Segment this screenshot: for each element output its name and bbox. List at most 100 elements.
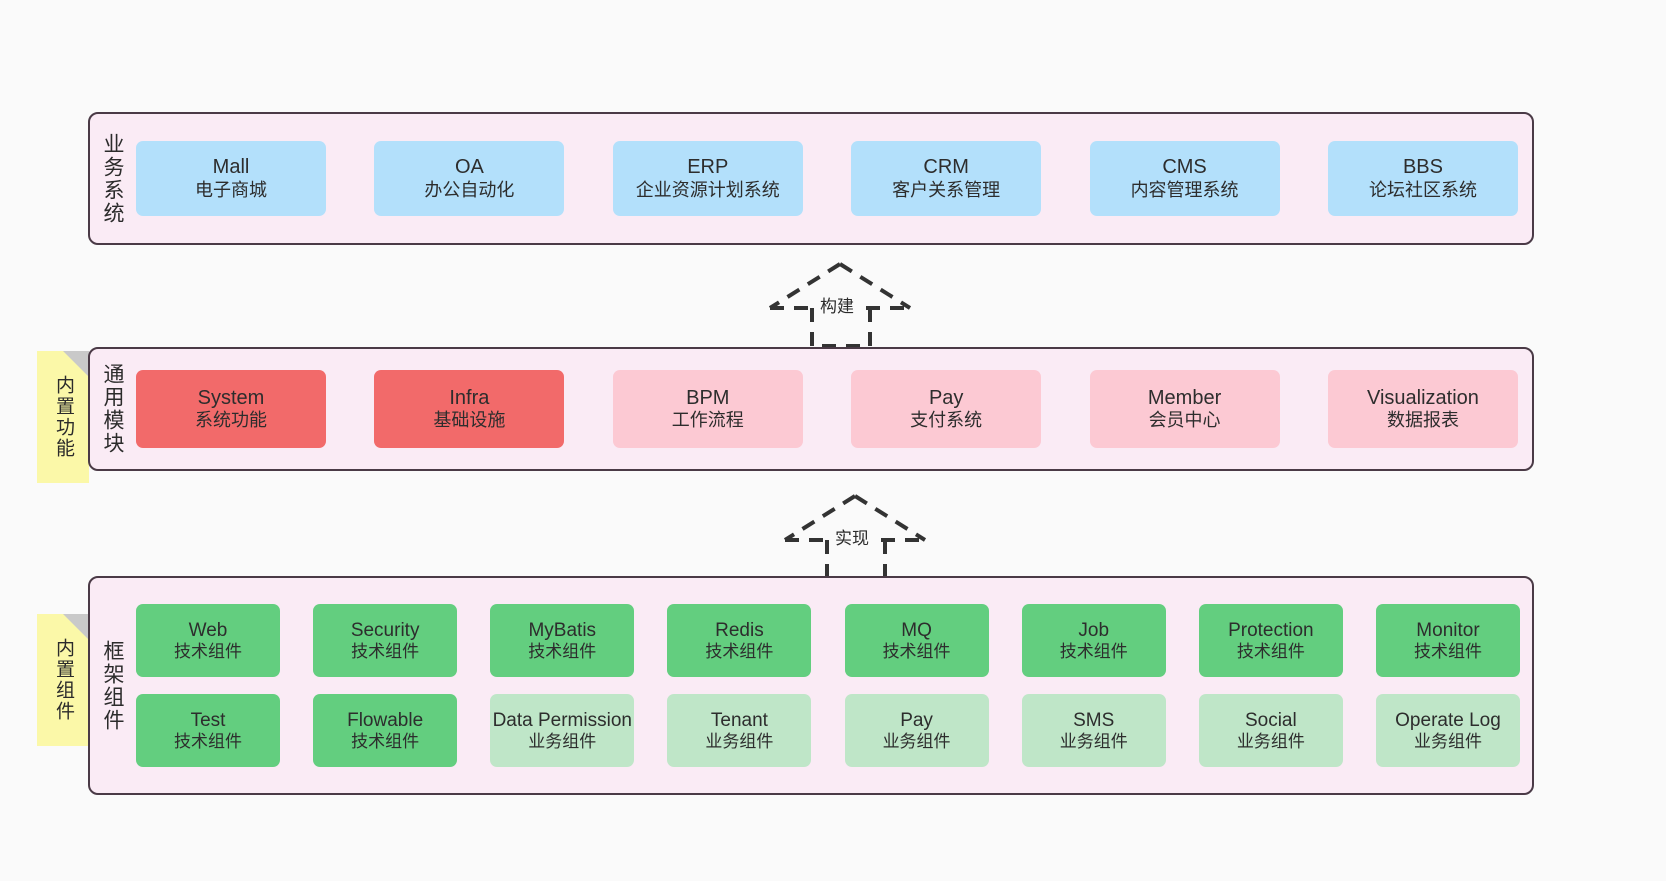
card-row: Mall 电子商城 OA 办公自动化 ERP 企业资源计划系统 CRM 客户关系… [136, 141, 1518, 216]
card-subtitle: 企业资源计划系统 [635, 179, 780, 200]
sticky-note-label: 内置组件 [52, 638, 74, 722]
card-subtitle: 技术组件 [882, 641, 951, 661]
layer-business-systems: 业务系统 Mall 电子商城 OA 办公自动化 ERP 企业资源计划系统 CRM… [88, 112, 1534, 245]
card-subtitle: 论坛社区系统 [1368, 179, 1477, 200]
layer-body-business: Mall 电子商城 OA 办公自动化 ERP 企业资源计划系统 CRM 客户关系… [134, 114, 1532, 243]
connector-label-implement: 实现 [833, 524, 871, 549]
layer-body-modules: System 系统功能 Infra 基础设施 BPM 工作流程 Pay 支付系统… [134, 349, 1532, 469]
sticky-note-builtin-features: 内置功能 [37, 351, 89, 483]
folded-corner-icon [63, 614, 89, 640]
card-mybatis[interactable]: MyBatis 技术组件 [490, 604, 635, 677]
card-subtitle: 技术组件 [1413, 641, 1482, 661]
card-subtitle: 会员中心 [1148, 410, 1221, 431]
card-subtitle: 技术组件 [1236, 641, 1305, 661]
card-flowable[interactable]: Flowable 技术组件 [313, 694, 458, 767]
card-operate-log[interactable]: Operate Log 业务组件 [1375, 694, 1520, 767]
card-title: Flowable [347, 709, 424, 731]
card-subtitle: 业务组件 [1236, 731, 1305, 751]
card-title: CMS [1162, 156, 1207, 179]
card-title: Monitor [1416, 619, 1480, 641]
card-title: Web [188, 619, 228, 641]
card-title: BPM [686, 386, 730, 409]
card-title: Data Permission [492, 709, 632, 731]
card-oa[interactable]: OA 办公自动化 [374, 141, 565, 216]
card-subtitle: 技术组件 [174, 731, 242, 751]
layer-body-framework: Web 技术组件 Security 技术组件 MyBatis 技术组件 Redi… [134, 578, 1532, 793]
card-sms[interactable]: SMS 业务组件 [1021, 694, 1166, 767]
card-security[interactable]: Security 技术组件 [313, 604, 458, 677]
card-title: Protection [1228, 619, 1314, 641]
card-test[interactable]: Test 技术组件 [136, 694, 280, 767]
card-subtitle: 基础设施 [433, 410, 506, 431]
card-title: Security [350, 619, 420, 641]
card-social[interactable]: Social 业务组件 [1198, 694, 1343, 767]
card-title: Social [1244, 709, 1297, 731]
folded-corner-icon [63, 351, 89, 377]
dashed-generalization-arrow-icon [783, 494, 927, 580]
card-subtitle: 内容管理系统 [1130, 179, 1239, 200]
layer-label-business: 业务系统 [101, 132, 125, 225]
card-subtitle: 业务组件 [528, 731, 597, 751]
card-subtitle: 客户关系管理 [892, 179, 1001, 200]
card-member[interactable]: Member 会员中心 [1089, 370, 1280, 448]
card-title: ERP [687, 156, 729, 179]
card-title: Infra [449, 386, 490, 409]
card-bbs[interactable]: BBS 论坛社区系统 [1327, 141, 1518, 216]
card-web[interactable]: Web 技术组件 [136, 604, 280, 677]
card-subtitle: 业务组件 [705, 731, 774, 751]
card-redis[interactable]: Redis 技术组件 [667, 604, 812, 677]
card-title: Job [1078, 619, 1110, 641]
card-mall[interactable]: Mall 电子商城 [136, 141, 326, 216]
card-row: Test 技术组件 Flowable 技术组件 Data Permission … [136, 694, 1520, 767]
connector-implement: 实现 [775, 490, 935, 582]
card-subtitle: 工作流程 [671, 410, 744, 431]
sticky-note-label: 内置功能 [52, 375, 74, 459]
card-title: SMS [1073, 709, 1115, 731]
card-cms[interactable]: CMS 内容管理系统 [1089, 141, 1280, 216]
card-system[interactable]: System 系统功能 [136, 370, 326, 448]
card-subtitle: 技术组件 [351, 641, 420, 661]
card-title: Pay [928, 386, 964, 409]
card-title: System [197, 386, 265, 409]
layer-general-modules: 通用模块 System 系统功能 Infra 基础设施 BPM 工作流程 Pay… [88, 347, 1534, 471]
connector-label-build: 构建 [818, 292, 856, 317]
card-bpm[interactable]: BPM 工作流程 [612, 370, 803, 448]
card-title: Visualization [1366, 386, 1479, 409]
card-subtitle: 技术组件 [1059, 641, 1128, 661]
card-title: Operate Log [1395, 709, 1501, 731]
card-title: Member [1147, 386, 1222, 409]
connector-build: 构建 [760, 258, 920, 350]
card-title: CRM [923, 156, 969, 179]
card-monitor[interactable]: Monitor 技术组件 [1375, 604, 1520, 677]
card-row: System 系统功能 Infra 基础设施 BPM 工作流程 Pay 支付系统… [136, 370, 1518, 448]
card-title: MQ [901, 619, 932, 641]
card-subtitle: 技术组件 [174, 641, 242, 661]
card-subtitle: 办公自动化 [424, 179, 515, 200]
card-pay[interactable]: Pay 支付系统 [851, 370, 1042, 448]
card-job[interactable]: Job 技术组件 [1021, 604, 1166, 677]
card-tenant[interactable]: Tenant 业务组件 [667, 694, 812, 767]
card-visualization[interactable]: Visualization 数据报表 [1327, 370, 1518, 448]
sticky-note-builtin-components: 内置组件 [37, 614, 89, 746]
card-title: Redis [715, 619, 764, 641]
card-infra[interactable]: Infra 基础设施 [374, 370, 565, 448]
card-data-permission[interactable]: Data Permission 业务组件 [490, 694, 635, 767]
card-title: BBS [1402, 156, 1443, 179]
card-crm[interactable]: CRM 客户关系管理 [851, 141, 1042, 216]
card-erp[interactable]: ERP 企业资源计划系统 [612, 141, 803, 216]
card-subtitle: 业务组件 [1059, 731, 1128, 751]
card-subtitle: 业务组件 [1413, 731, 1482, 751]
card-subtitle: 技术组件 [705, 641, 774, 661]
card-title: Test [190, 709, 226, 731]
card-subtitle: 支付系统 [910, 410, 983, 431]
card-title: Pay [900, 709, 933, 731]
card-subtitle: 数据报表 [1386, 410, 1459, 431]
card-title: OA [454, 156, 484, 179]
card-subtitle: 业务组件 [882, 731, 951, 751]
card-pay-component[interactable]: Pay 业务组件 [844, 694, 989, 767]
layer-label-modules: 通用模块 [101, 363, 125, 455]
card-title: MyBatis [528, 619, 597, 641]
card-protection[interactable]: Protection 技术组件 [1198, 604, 1343, 677]
card-mq[interactable]: MQ 技术组件 [844, 604, 989, 677]
card-title: Tenant [710, 709, 768, 731]
